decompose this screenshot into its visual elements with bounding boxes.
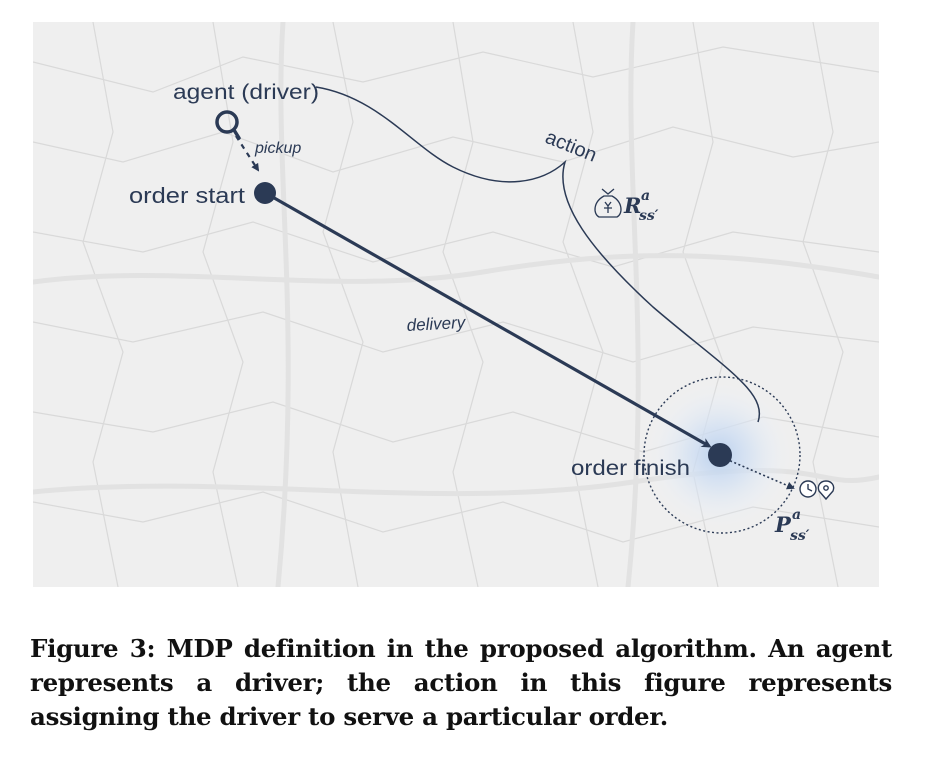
svg-text:ss′: ss′ <box>790 528 810 544</box>
svg-text:R: R <box>623 193 641 218</box>
person-marker-icon <box>215 110 241 140</box>
order-start-dot <box>254 182 276 204</box>
reward-symbol: R a ss′ <box>623 188 659 224</box>
delivery-arrow <box>268 193 712 448</box>
pickup-arrow <box>235 135 260 172</box>
mdp-figure: agent (driver) pickup order start delive… <box>33 22 879 587</box>
agent-label: agent (driver) <box>173 81 319 104</box>
transition-arrow <box>725 458 795 490</box>
figure-caption: Figure 3: MDP definition in the proposed… <box>30 634 892 731</box>
order-finish-label: order finish <box>571 457 690 480</box>
svg-text:ss′: ss′ <box>639 208 659 224</box>
location-pin-icon <box>817 480 835 501</box>
transition-symbol: P a ss′ <box>774 507 810 544</box>
svg-text:a: a <box>792 507 801 523</box>
order-start-label: order start <box>129 183 245 208</box>
money-bag-icon <box>594 188 622 218</box>
svg-text:P: P <box>774 512 792 537</box>
pickup-label: pickup <box>254 140 301 157</box>
clock-icon <box>799 480 817 498</box>
order-finish-dot <box>708 443 732 467</box>
action-curve <box>315 86 761 423</box>
transition-range-circle <box>643 376 801 534</box>
delivery-label: delivery <box>406 313 467 335</box>
svg-text:a: a <box>641 188 650 204</box>
